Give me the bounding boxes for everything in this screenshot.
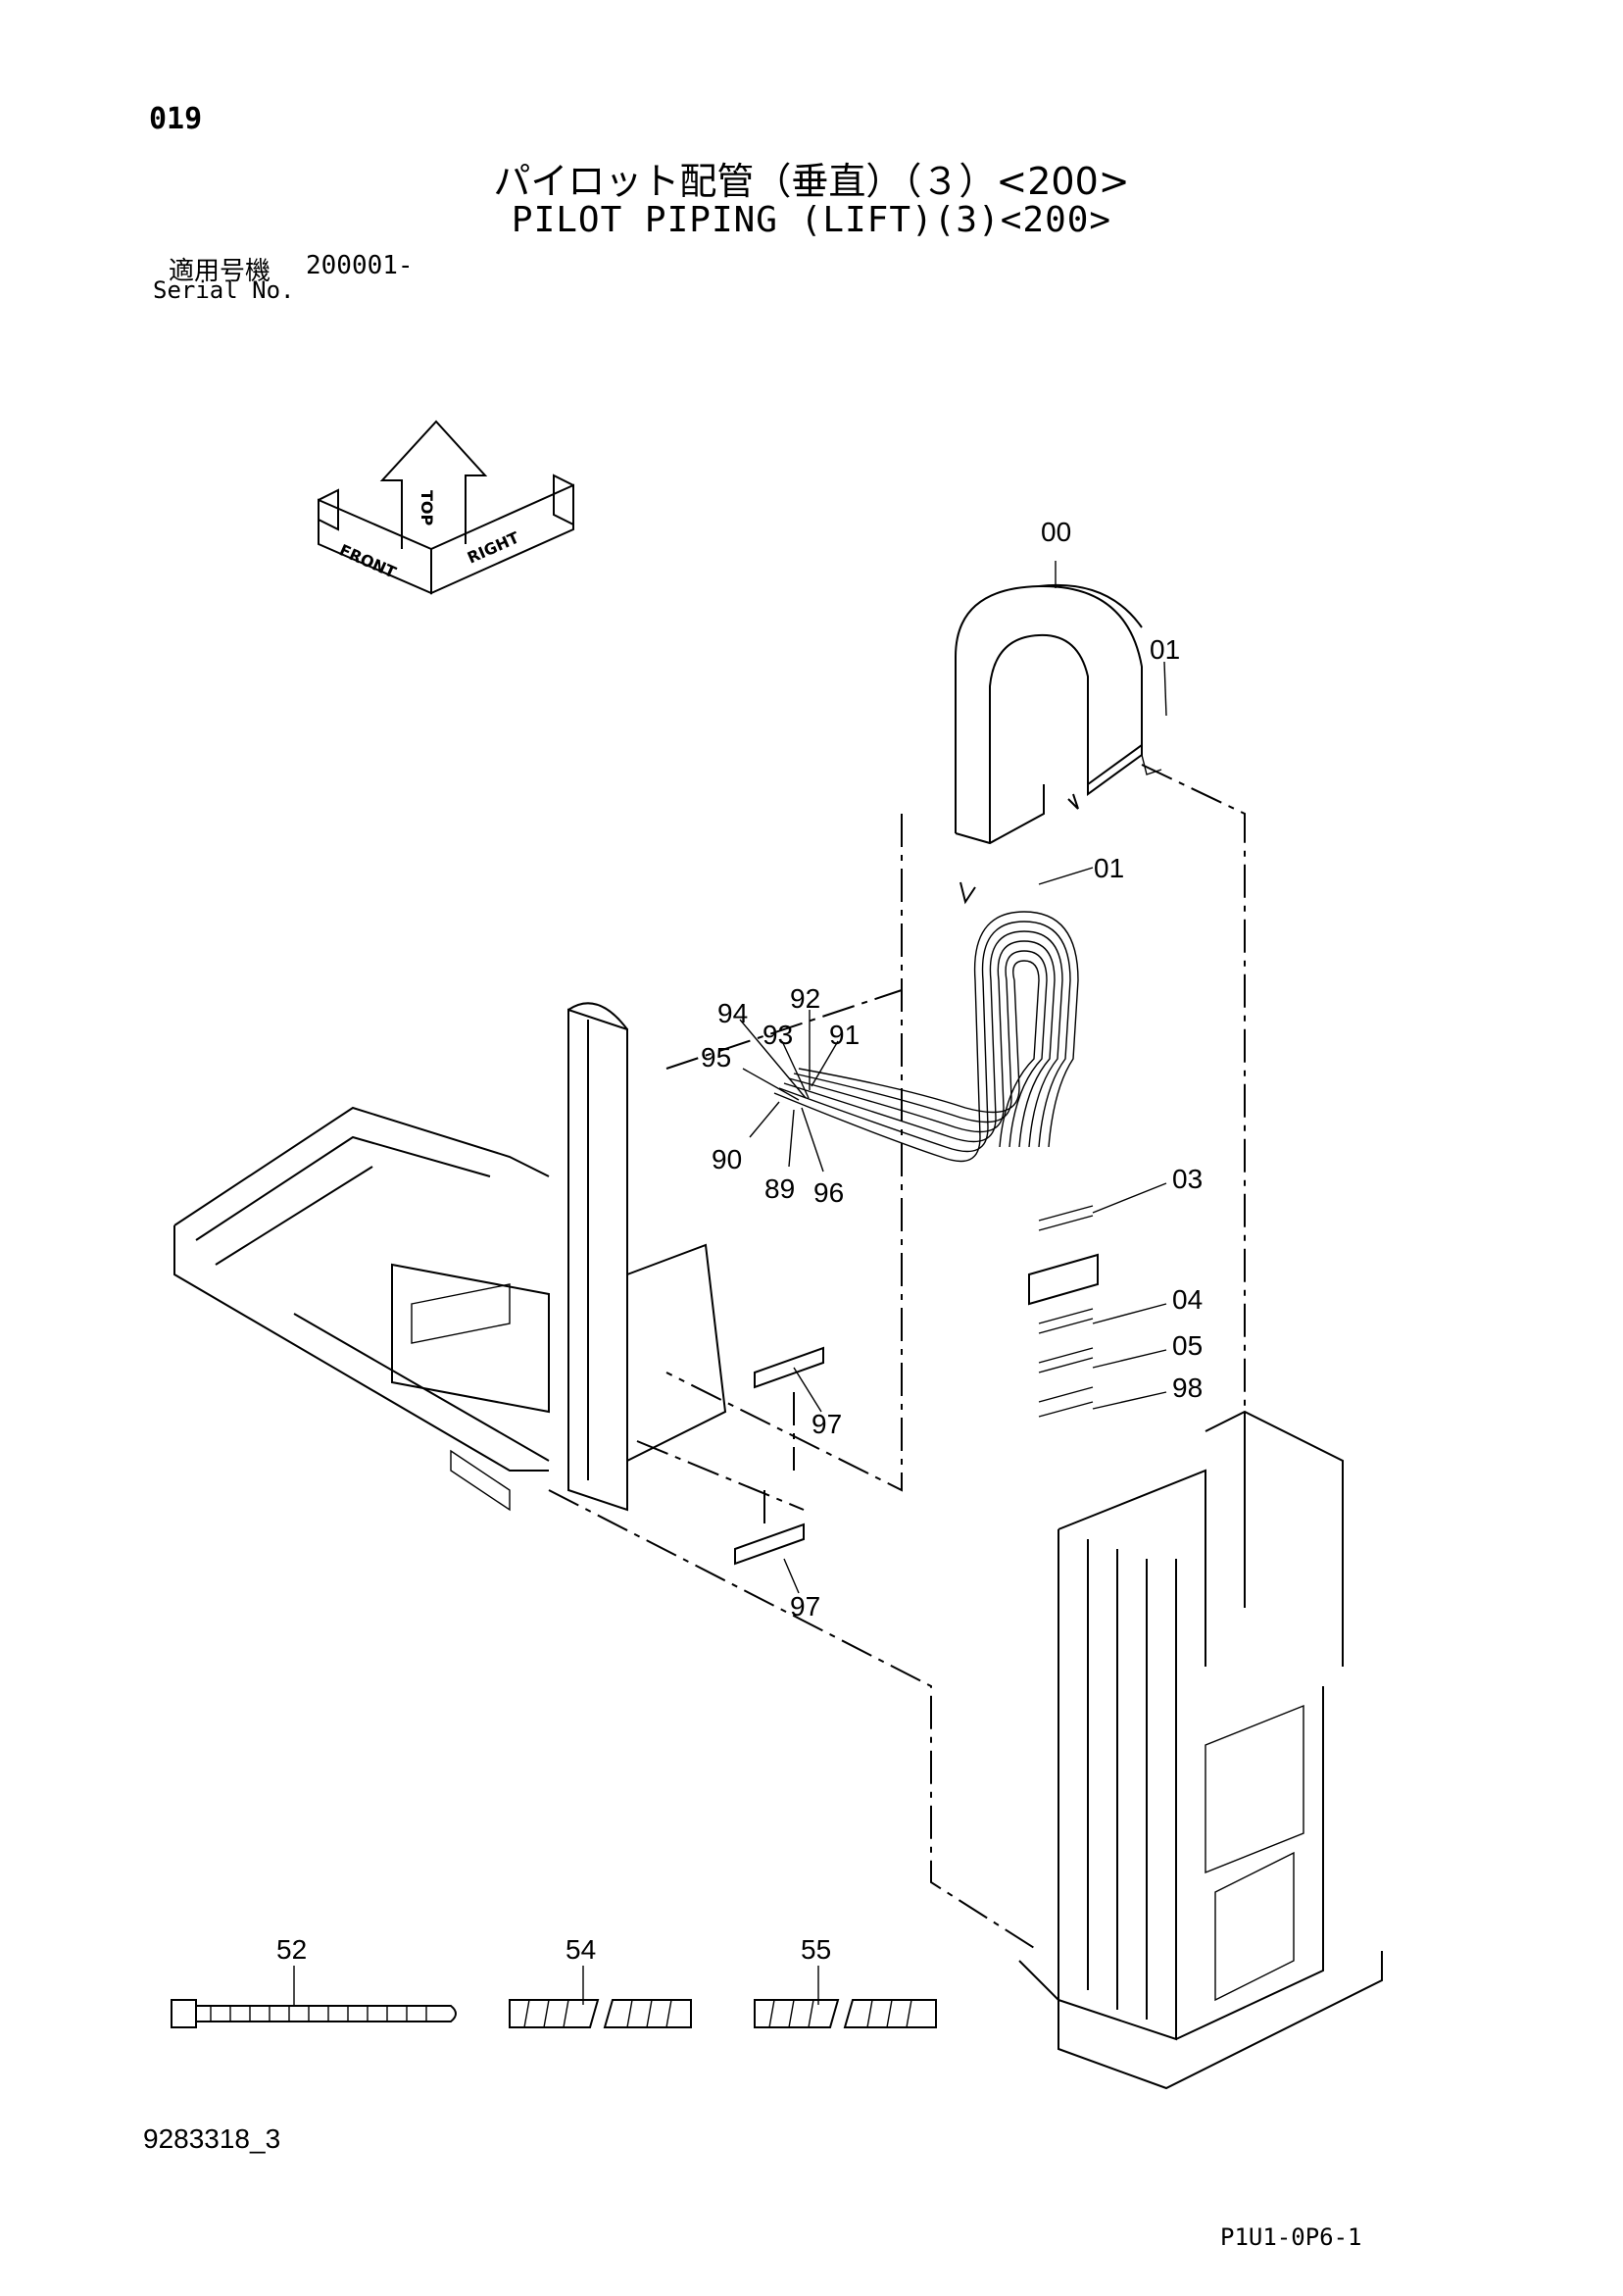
label-pointers xyxy=(293,561,1167,2005)
direction-right-label: RIGHT xyxy=(465,528,522,568)
right-column xyxy=(1018,1410,1383,2090)
part-label-55: 55 xyxy=(801,1934,831,1965)
part-label-52: 52 xyxy=(276,1934,307,1965)
part-label-98: 98 xyxy=(1172,1373,1203,1403)
part-label-54: 54 xyxy=(566,1934,596,1965)
cable-tie-52 xyxy=(171,1999,457,2028)
part-label-94: 94 xyxy=(717,998,748,1028)
page-code: P1U1-0P6-1 xyxy=(1220,2223,1362,2251)
mast-chassis-frame xyxy=(173,1002,727,1512)
part-label-97-lower: 97 xyxy=(790,1591,820,1622)
part-label-00: 00 xyxy=(1041,517,1071,547)
document-number: 9283318_3 xyxy=(143,2123,281,2154)
direction-top-label: TOP xyxy=(418,490,436,526)
spiral-tube-54 xyxy=(509,1999,692,2028)
title-english: PILOT PIPING (LIFT)(3)<200> xyxy=(511,200,1112,240)
title-japanese: パイロット配管（垂直）（３）<200> xyxy=(493,160,1130,203)
hose-guard-cover xyxy=(955,583,1162,905)
page-number: 019 xyxy=(149,102,203,136)
part-label-96: 96 xyxy=(813,1177,844,1208)
hose-bundle xyxy=(773,911,1079,1163)
part-label-95: 95 xyxy=(701,1042,731,1073)
direction-front-label: FRONT xyxy=(336,540,399,581)
part-label-97-upper: 97 xyxy=(812,1409,842,1439)
spiral-tube-55 xyxy=(754,1999,937,2028)
part-label-92: 92 xyxy=(790,983,820,1014)
part-label-01-lower: 01 xyxy=(1094,853,1124,883)
part-label-90: 90 xyxy=(712,1144,742,1174)
part-label-03: 03 xyxy=(1172,1164,1203,1194)
part-label-05: 05 xyxy=(1172,1330,1203,1361)
part-label-04: 04 xyxy=(1172,1284,1203,1315)
serial-value: 200001- xyxy=(306,251,414,280)
part-label-01: 01 xyxy=(1150,634,1180,665)
serial-label-japanese: 適用号機 xyxy=(169,257,271,286)
part-label-93: 93 xyxy=(762,1020,793,1050)
direction-indicator: FRONT TOP RIGHT xyxy=(318,420,574,595)
leader-lines xyxy=(548,764,1246,1952)
rubber-pads xyxy=(734,1346,824,1566)
serial-label-english: Serial No. xyxy=(153,276,295,304)
fitting-stack xyxy=(1028,1205,1099,1418)
part-label-89: 89 xyxy=(764,1173,795,1204)
part-label-91: 91 xyxy=(829,1020,860,1050)
